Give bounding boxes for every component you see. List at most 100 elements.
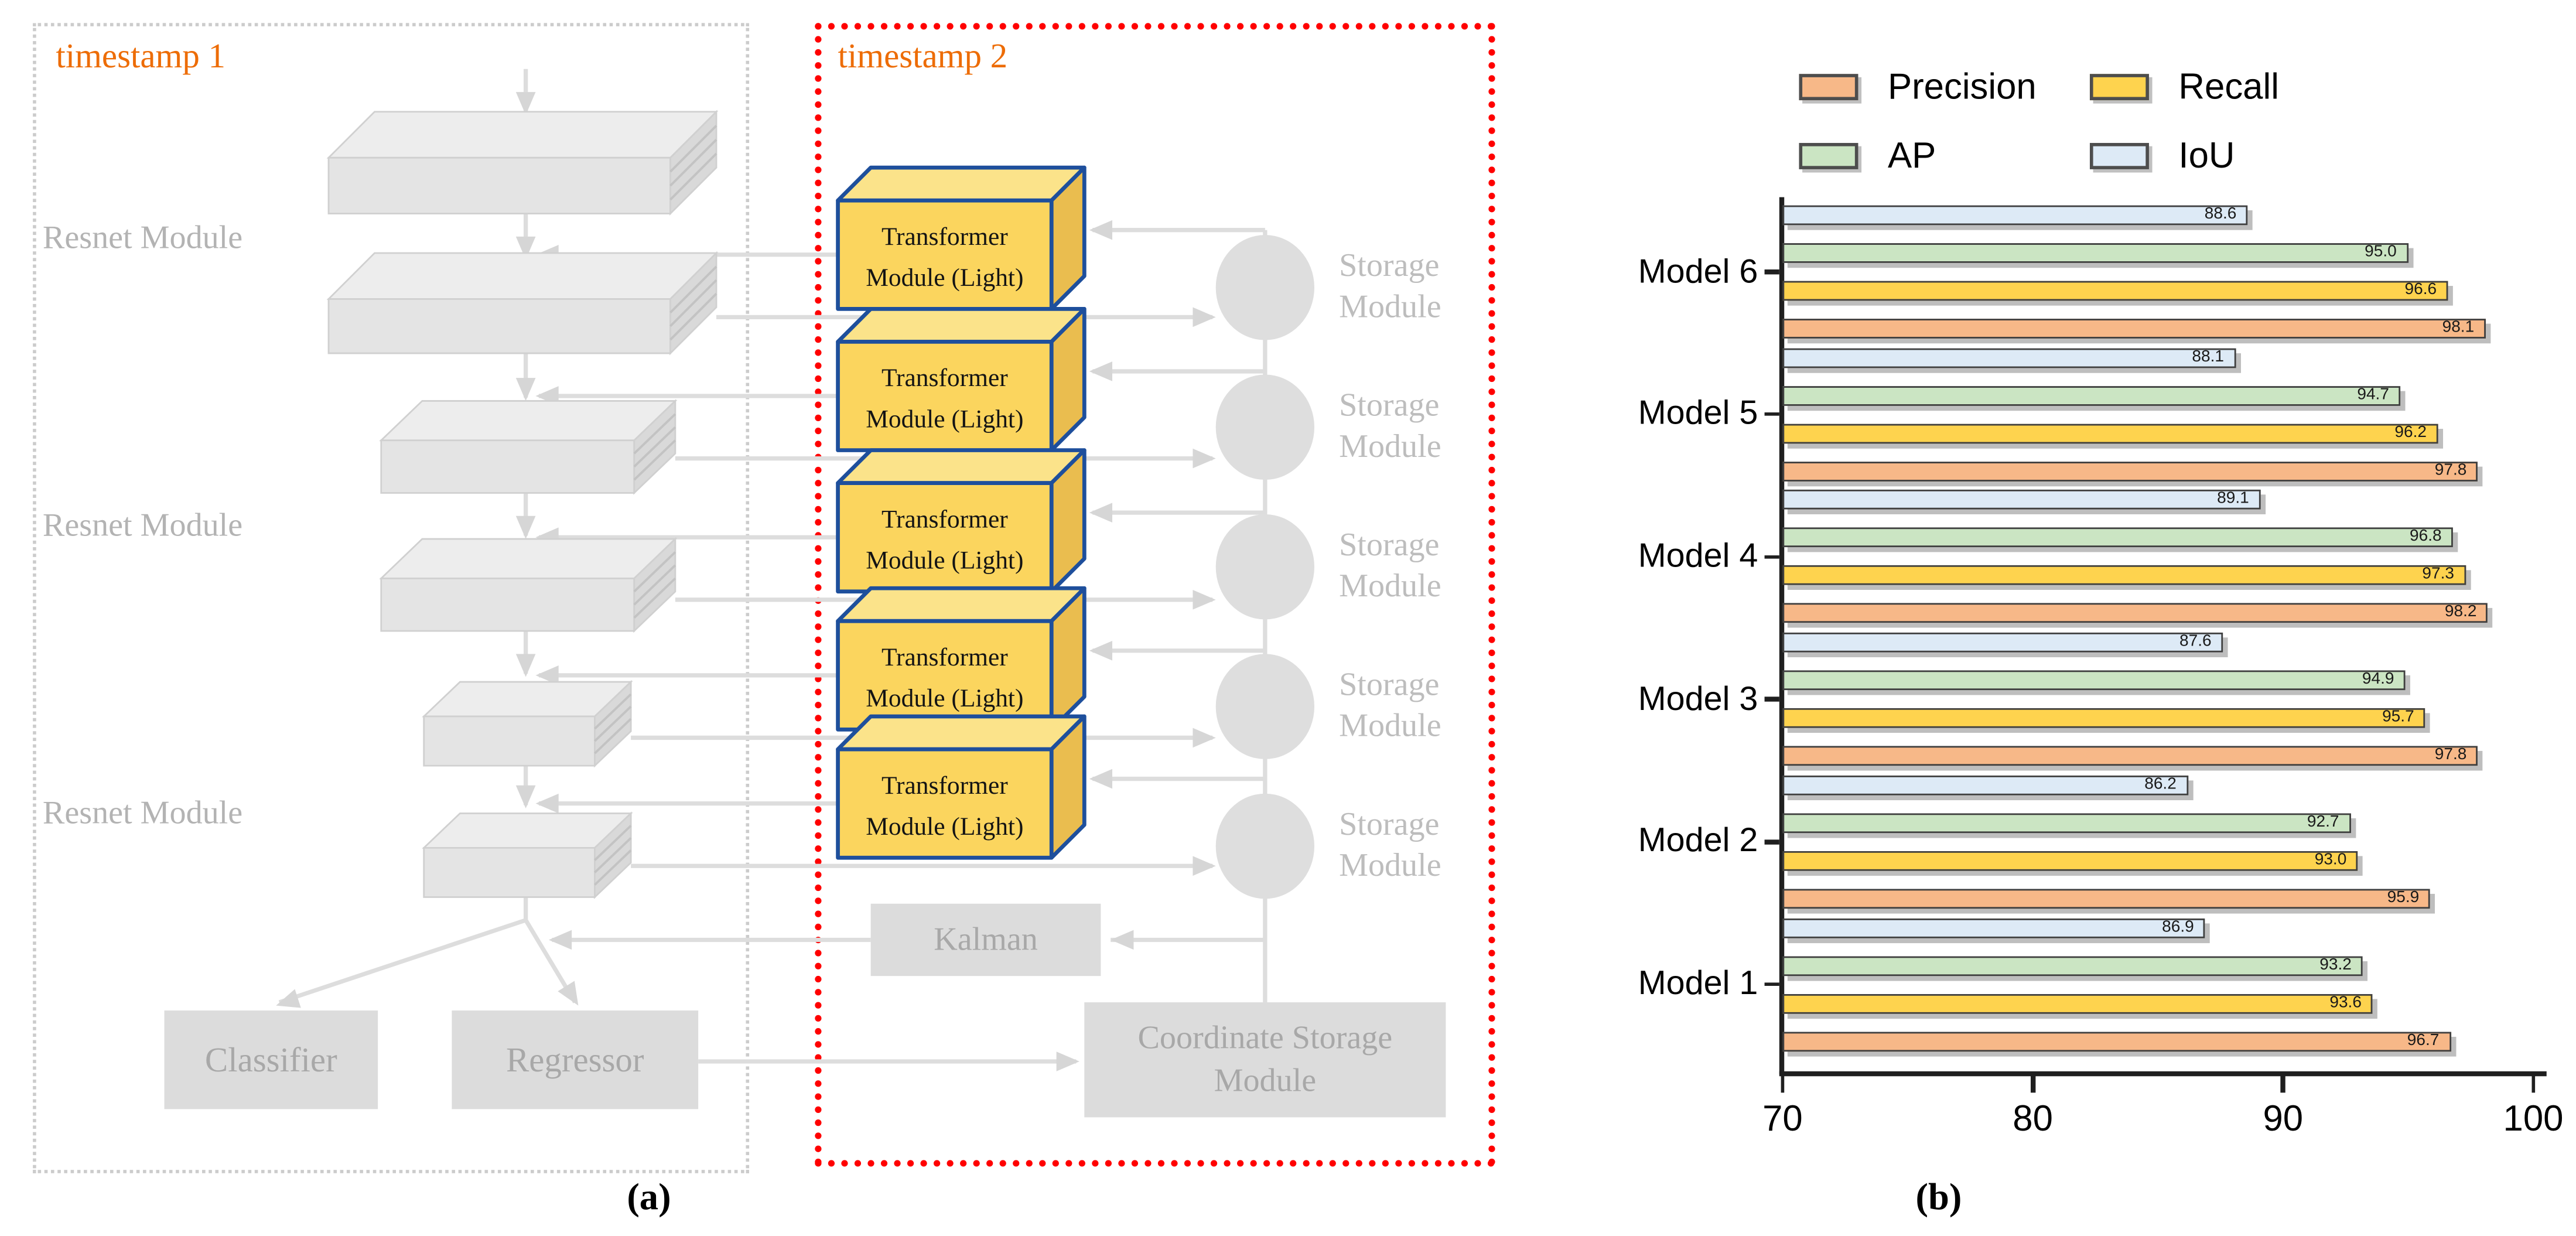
arrowhead bbox=[558, 981, 579, 1006]
bar-model-3-ap bbox=[1782, 670, 2406, 691]
y-tick-mark bbox=[1764, 839, 1779, 844]
arrowhead bbox=[1056, 1051, 1079, 1071]
bar-value-model-2-precision: 95.9 bbox=[2387, 888, 2420, 907]
arrowhead bbox=[1193, 307, 1216, 327]
bar-value-model-4-precision: 98.2 bbox=[2444, 603, 2477, 622]
bar-model-6-precision bbox=[1782, 319, 2486, 339]
connector-line bbox=[278, 918, 527, 1005]
arrowhead bbox=[1111, 930, 1134, 950]
legend-label-recall: Recall bbox=[2178, 66, 2279, 107]
storage-module-label-line1: Storage bbox=[1339, 807, 1440, 843]
storage-module-label-line2: Module bbox=[1339, 708, 1441, 745]
caption-b: (b) bbox=[1915, 1176, 1962, 1218]
storage-module-label-line2: Module bbox=[1339, 848, 1441, 885]
bar-model-5-iou bbox=[1782, 347, 2236, 368]
regressor-module: Regressor bbox=[452, 1010, 699, 1109]
storage-module-label-line2: Module bbox=[1339, 429, 1441, 465]
arrowhead bbox=[1089, 769, 1112, 789]
caption-a: (a) bbox=[627, 1176, 671, 1218]
arrowhead bbox=[535, 793, 559, 814]
legend-label-precision: Precision bbox=[1887, 66, 2037, 107]
bar-value-model-4-recall: 97.3 bbox=[2422, 566, 2455, 584]
y-tick-mark bbox=[1764, 697, 1779, 702]
storage-module-label-line2: Module bbox=[1339, 568, 1441, 605]
bar-value-model-4-ap: 96.8 bbox=[2410, 528, 2442, 547]
feature-map-slab bbox=[379, 537, 678, 633]
legend-swatch-recall bbox=[2089, 74, 2149, 101]
arrowhead bbox=[1089, 503, 1112, 523]
slab-layer-line bbox=[594, 849, 632, 886]
bar-value-model-3-precision: 97.8 bbox=[2434, 746, 2467, 764]
bar-value-model-1-ap: 93.2 bbox=[2319, 955, 2352, 974]
y-tick-mark bbox=[1764, 269, 1779, 274]
bar-model-2-iou bbox=[1782, 775, 2188, 795]
resnet-module-label: Resnet Module bbox=[42, 220, 243, 257]
arrowhead bbox=[515, 654, 536, 677]
bar-value-model-6-ap: 95.0 bbox=[2365, 243, 2397, 261]
storage-module-circle bbox=[1215, 514, 1314, 620]
transformer-label-line1: Transformer bbox=[882, 364, 1008, 392]
bar-value-model-6-recall: 96.6 bbox=[2404, 281, 2437, 299]
arrowhead bbox=[515, 515, 536, 540]
resnet-module-label: Resnet Module bbox=[42, 507, 243, 544]
transformer-label-line2: Module (Light) bbox=[866, 684, 1023, 712]
feature-map-slab bbox=[422, 811, 633, 899]
slab-layer-line bbox=[594, 705, 632, 742]
bar-value-model-1-iou: 86.9 bbox=[2162, 917, 2194, 936]
transformer-label-line2: Module (Light) bbox=[866, 405, 1023, 433]
bar-model-4-ap bbox=[1782, 528, 2454, 548]
bar-model-3-recall bbox=[1782, 708, 2426, 728]
legend-label-iou: IoU bbox=[2178, 135, 2235, 176]
transformer-label-line1: Transformer bbox=[882, 505, 1008, 533]
storage-module-circle bbox=[1215, 235, 1314, 340]
bar-value-model-5-recall: 96.2 bbox=[2394, 423, 2427, 442]
storage-module-circle bbox=[1215, 374, 1314, 480]
slab-layer-line bbox=[594, 693, 632, 730]
x-tick-mark bbox=[2030, 1074, 2035, 1093]
x-tick-label: 90 bbox=[2263, 1097, 2304, 1139]
bar-model-2-ap bbox=[1782, 812, 2351, 833]
y-tick-mark bbox=[1764, 412, 1779, 417]
coordinate-storage-label-line2: Module bbox=[1214, 1063, 1317, 1100]
category-label-model-6: Model 6 bbox=[1638, 252, 1758, 291]
bar-model-4-precision bbox=[1782, 603, 2489, 624]
bar-value-model-1-precision: 96.7 bbox=[2407, 1031, 2440, 1049]
bar-value-model-5-ap: 94.7 bbox=[2357, 385, 2389, 404]
bar-model-6-recall bbox=[1782, 281, 2448, 301]
storage-module-label-line1: Storage bbox=[1339, 667, 1440, 704]
storage-module-label-line1: Storage bbox=[1339, 387, 1440, 424]
slab-layer-line bbox=[669, 293, 718, 341]
storage-module-label-line1: Storage bbox=[1339, 248, 1440, 285]
y-axis-line bbox=[1779, 197, 1784, 1075]
bar-model-5-ap bbox=[1782, 385, 2401, 405]
timestamp1-label: timestamp 1 bbox=[56, 36, 226, 76]
transformer-label-line1: Transformer bbox=[882, 643, 1008, 671]
slab-layer-line bbox=[594, 825, 632, 861]
slab-layer-line bbox=[594, 718, 632, 754]
x-axis-line bbox=[1779, 1071, 2547, 1076]
legend-swatch-precision bbox=[1799, 74, 1858, 101]
transformer-label-line2: Module (Light) bbox=[866, 812, 1023, 841]
kalman-module: Kalman bbox=[870, 903, 1101, 976]
slab-layer-line bbox=[633, 439, 677, 481]
arrowhead bbox=[515, 92, 536, 115]
bar-value-model-3-recall: 95.7 bbox=[2382, 708, 2414, 727]
bar-model-6-ap bbox=[1782, 243, 2408, 263]
slab-layer-line bbox=[633, 564, 677, 606]
x-tick-mark bbox=[2531, 1074, 2536, 1093]
category-label-model-4: Model 4 bbox=[1638, 537, 1758, 575]
regressor-label: Regressor bbox=[505, 1039, 644, 1079]
bar-value-model-3-ap: 94.9 bbox=[2362, 670, 2394, 689]
x-tick-mark bbox=[1780, 1074, 1785, 1093]
slab-layer-line bbox=[669, 152, 718, 201]
y-tick-mark bbox=[1764, 554, 1779, 559]
